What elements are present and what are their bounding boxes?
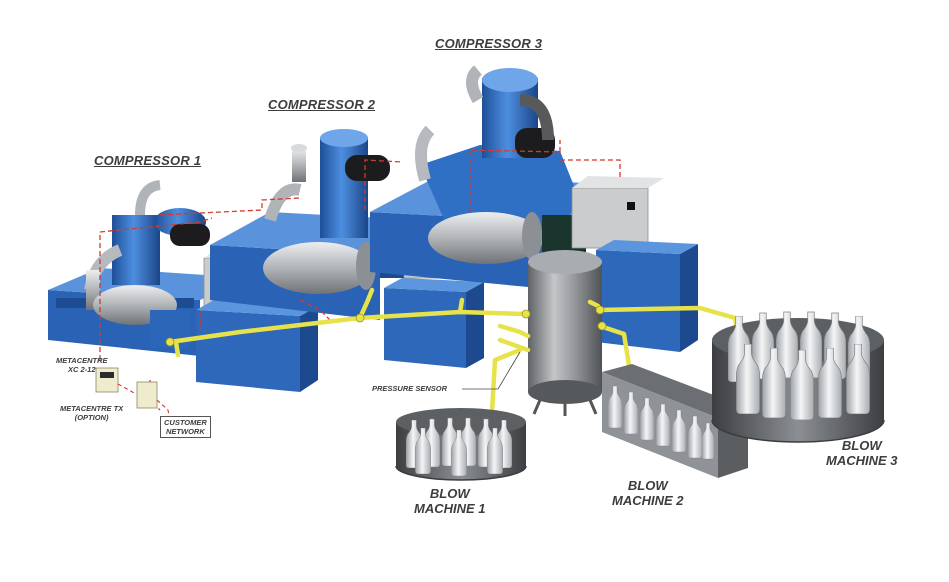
air-piping bbox=[167, 287, 743, 415]
compressor-2-label: COMPRESSOR 2 bbox=[268, 97, 376, 112]
blow-machine-1 bbox=[395, 408, 527, 481]
metacentre-tx-unit bbox=[136, 381, 158, 409]
compressor-3 bbox=[370, 65, 620, 290]
compressor-1-label: COMPRESSOR 1 bbox=[94, 153, 202, 168]
blow-machine-1-label: BLOW MACHINE 1 bbox=[414, 486, 486, 516]
air-receiver-tank bbox=[528, 250, 602, 416]
control-wiring bbox=[99, 140, 621, 411]
customer-network-label: CUSTOMER NETWORK bbox=[160, 416, 211, 438]
compressor-3-label: COMPRESSOR 3 bbox=[435, 36, 543, 51]
blow-machine-3 bbox=[711, 311, 885, 443]
metacentre-xc-unit bbox=[95, 367, 119, 393]
pressure-sensor-pointer bbox=[462, 351, 521, 390]
blow-machine-2-label: BLOW MACHINE 2 bbox=[612, 478, 684, 508]
compressor-3-control-panel bbox=[571, 176, 698, 352]
pressure-sensor-label: PRESSURE SENSOR bbox=[372, 384, 448, 393]
pipe-fittings bbox=[165, 305, 607, 347]
metacentre-xc-label: METACENTRE XC 2-12 bbox=[56, 356, 108, 374]
compressor-1 bbox=[48, 180, 250, 356]
metacentre-tx-label: METACENTRE TX (OPTION) bbox=[60, 404, 124, 422]
blow-machine-3-label: BLOW MACHINE 3 bbox=[826, 438, 898, 468]
